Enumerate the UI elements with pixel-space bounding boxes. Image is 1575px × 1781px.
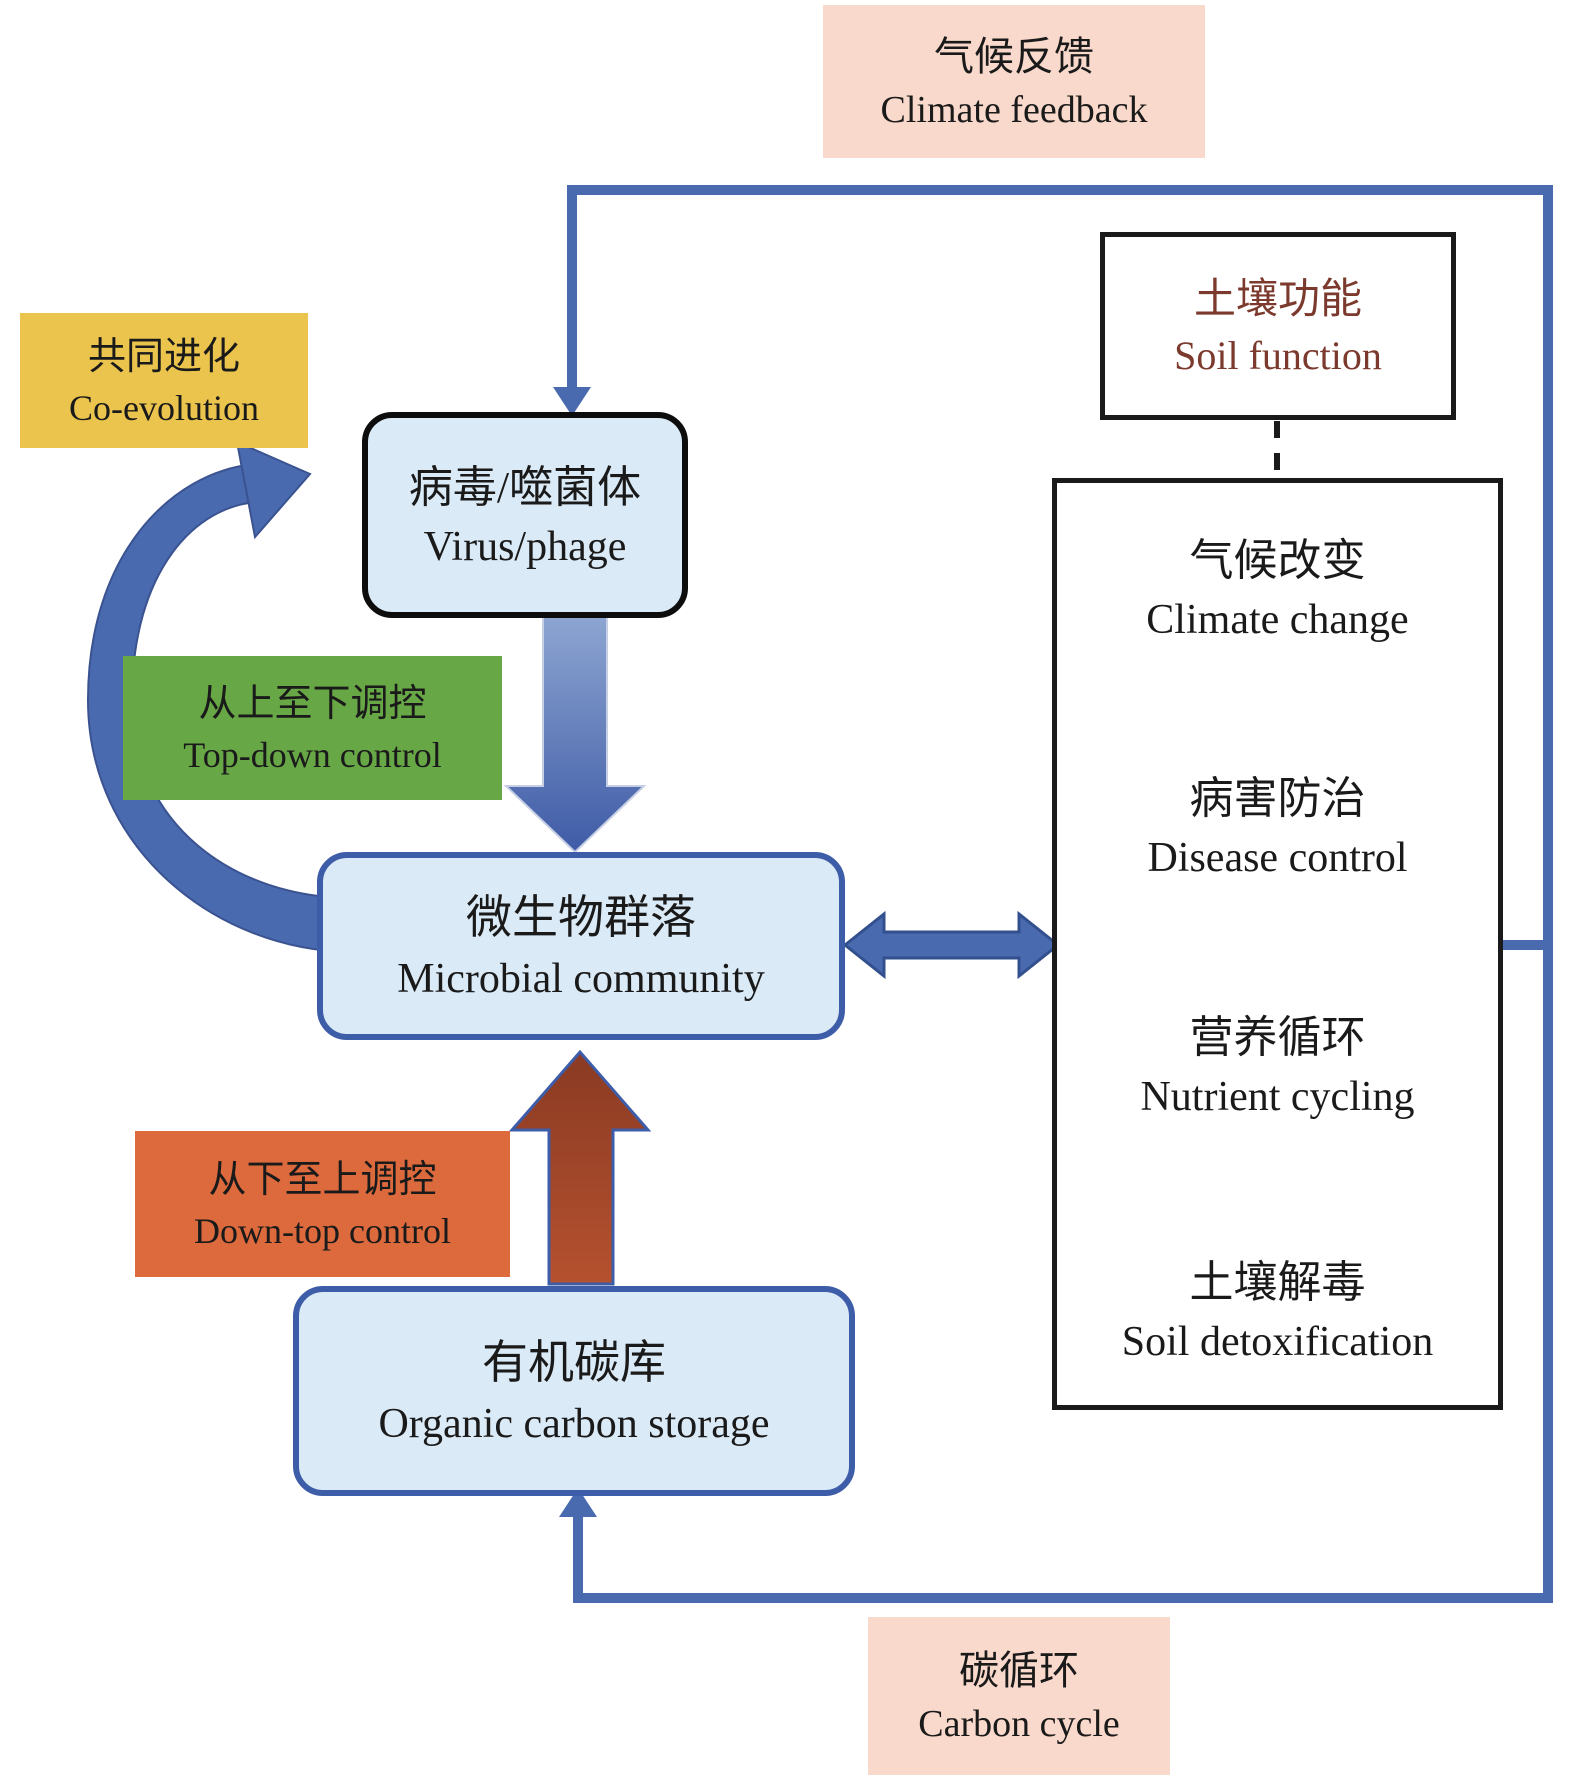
down-top-control-zh: 从下至上调控 (208, 1159, 437, 1202)
feedback-arrowhead-into-virus (553, 387, 591, 416)
organic-carbon-storage-node: 有机碳库 Organic carbon storage (293, 1286, 855, 1496)
down-top-control-label: 从下至上调控 Down-top control (135, 1131, 510, 1277)
co-evolution-arrowhead (235, 440, 312, 540)
virus-phage-en: Virus/phage (423, 523, 627, 570)
microbial-community-node: 微生物群落 Microbial community (317, 852, 845, 1040)
soil-function-title-box: 土壤功能 Soil function (1100, 232, 1456, 420)
nutrient-cycling-en: Nutrient cycling (1140, 1073, 1415, 1120)
down-top-control-en: Down-top control (194, 1211, 451, 1252)
soil-detoxification-zh: 土壤解毒 (1189, 1257, 1366, 1307)
top-down-control-zh: 从上至下调控 (198, 683, 427, 726)
microbial-community-en: Microbial community (397, 956, 765, 1003)
soil-detoxification-en: Soil detoxification (1121, 1318, 1434, 1365)
carbon-cycle-en: Carbon cycle (918, 1703, 1120, 1746)
microbe-soil-double-arrow (842, 910, 1061, 980)
climate-feedback-zh: 气候反馈 (934, 33, 1094, 79)
nutrient-cycling-zh: 营养循环 (1189, 1012, 1366, 1062)
microbial-community-zh: 微生物群落 (466, 892, 696, 944)
carbon-arrowhead-into-storage (559, 1488, 597, 1517)
climate-change-en: Climate change (1146, 596, 1409, 643)
climate-feedback-en: Climate feedback (880, 88, 1148, 131)
down-top-big-arrow (508, 1049, 652, 1286)
climate-feedback-label: 气候反馈 Climate feedback (823, 5, 1205, 158)
organic-carbon-storage-zh: 有机碳库 (482, 1337, 666, 1389)
soil-function-item-climate-change: 气候改变 Climate change (1052, 513, 1503, 663)
virus-phage-node: 病毒/噬菌体 Virus/phage (362, 412, 688, 618)
organic-carbon-storage-en: Organic carbon storage (378, 1401, 770, 1448)
carbon-cycle-label: 碳循环 Carbon cycle (868, 1617, 1170, 1775)
soil-function-zh: 土壤功能 (1193, 276, 1362, 323)
co-evolution-en: Co-evolution (69, 387, 259, 428)
soil-function-item-soil-detoxification: 土壤解毒 Soil detoxification (1052, 1235, 1503, 1385)
co-evolution-label: 共同进化 Co-evolution (20, 313, 308, 448)
soil-functions-box (1052, 478, 1503, 1410)
climate-feedback-loop-arrow (567, 185, 1553, 1603)
climate-change-zh: 气候改变 (1189, 535, 1366, 585)
soil-function-en: Soil function (1174, 333, 1382, 379)
soil-function-item-nutrient-cycling: 营养循环 Nutrient cycling (1052, 990, 1503, 1140)
soil-function-item-disease-control: 病害防治 Disease control (1052, 751, 1503, 901)
top-down-control-label: 从上至下调控 Top-down control (123, 656, 502, 800)
top-down-control-en: Top-down control (183, 735, 442, 776)
disease-control-zh: 病害防治 (1189, 773, 1366, 823)
co-evolution-zh: 共同进化 (87, 335, 240, 378)
virus-phage-zh: 病毒/噬菌体 (408, 462, 642, 512)
carbon-cycle-zh: 碳循环 (959, 1648, 1079, 1694)
disease-control-en: Disease control (1147, 834, 1408, 881)
top-down-big-arrow (503, 613, 647, 854)
